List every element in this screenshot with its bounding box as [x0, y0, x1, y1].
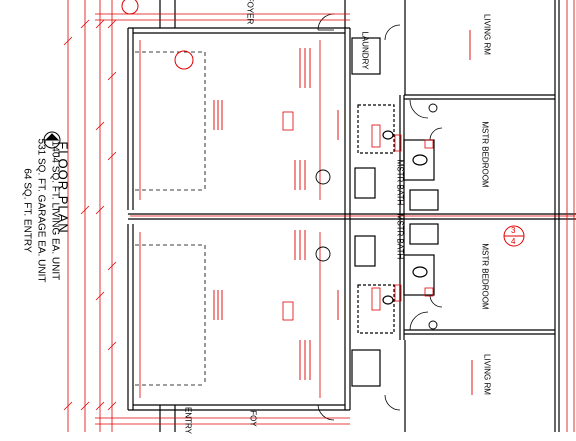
- garage-outlines: [135, 51, 206, 386]
- area-line-2: 531 SQ. FT. GARAGE EA. UNIT: [35, 138, 47, 283]
- room-label-mstr-bath-bottom: MSTR BATH: [395, 213, 405, 260]
- callout-boxes: [282, 111, 434, 321]
- fixture-symbols: [315, 103, 438, 330]
- room-label-foyer-bottom: FOY: [248, 410, 258, 427]
- room-label-living-bottom: LIVING RM: [482, 354, 492, 395]
- room-label-living-top: LIVING RM: [482, 14, 492, 55]
- note-marks: [213, 30, 473, 395]
- room-label-laundry: LAUNDRY: [360, 31, 370, 70]
- area-line-1: 1404 SQ. FT. LIVING EA. UNIT: [49, 140, 61, 281]
- dimension-lines: [63, 0, 575, 432]
- room-label-mstr-bedroom-top: MSTR BEDROOM: [480, 121, 490, 188]
- section-marker-bottom-label: 4: [511, 237, 516, 246]
- room-label-entry-bottom: ENTRY: [183, 407, 193, 434]
- north-arrow-icon: [43, 131, 61, 149]
- building-walls: [127, 0, 576, 432]
- floor-plan-drawing: 3 4: [43, 0, 576, 432]
- room-label-mstr-bedroom-bottom: MSTR BEDROOM: [480, 243, 490, 310]
- room-label-foyer-top: FOYER: [245, 0, 255, 25]
- room-label-mstr-bath-top: MSTR BATH: [395, 159, 405, 206]
- area-line-3: 64 SQ. FT. ENTRY: [21, 168, 33, 253]
- section-markers: [121, 0, 525, 247]
- section-marker-top-label: 3: [511, 226, 516, 235]
